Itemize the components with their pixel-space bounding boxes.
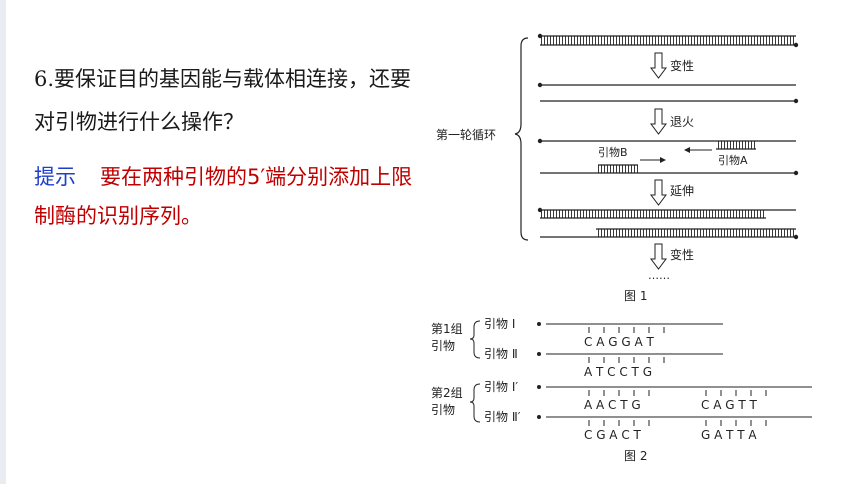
anneal-label: 退火: [670, 115, 694, 129]
figure-2-caption: 图 2: [624, 449, 647, 463]
answer-text: 要在两种引物的5′端分别添加上限制酶的识别序列。: [34, 165, 413, 228]
hint-label: 提示: [34, 165, 76, 189]
seq2-ticks: [588, 357, 665, 363]
group-2-brace: [469, 383, 481, 423]
primer-b-label: 引物B: [598, 145, 628, 159]
dna-duplex-3: [540, 228, 799, 240]
primer-a-label: 引物A: [718, 153, 748, 167]
sequence-4: C A G T T: [701, 398, 757, 412]
primer-a-mark: [716, 141, 756, 149]
sequence-2: A T C C T G: [584, 365, 652, 379]
ellipsis: ……: [648, 269, 670, 282]
primer-1-label: 引物 Ⅰ: [484, 317, 515, 331]
seq3-ticks: [588, 390, 767, 396]
left-edge-bar: [0, 0, 6, 484]
sequence-3: A A C T G: [584, 398, 641, 412]
group-1-brace: [469, 320, 481, 359]
answer-block: 提示要在两种引物的5′端分别添加上限制酶的识别序列。: [34, 158, 414, 236]
denature-arrow: 变性: [650, 52, 694, 79]
single-strands-1: [537, 82, 799, 104]
primer-1p-label: 引物 Ⅰ′: [484, 380, 518, 394]
figure-2: 第1组 引物 引物 Ⅰ C A G G A T 引物 Ⅱ A T C C T G…: [431, 317, 812, 463]
cycle-label: 第一轮循环: [436, 128, 496, 142]
primer-2p-label: 引物 Ⅱ′: [484, 410, 521, 424]
denature-label: 变性: [670, 58, 694, 73]
group-1-sub: 引物: [431, 339, 455, 353]
cycle-brace: [514, 37, 529, 241]
dna-duplex-2: [537, 207, 796, 219]
primer-2-label: 引物 Ⅱ: [484, 347, 518, 361]
question-text: 6.要保证目的基因能与载体相连接，还要对引物进行什么操作？: [34, 67, 412, 134]
group-2-sub: 引物: [431, 403, 455, 417]
figure-1: 第一轮循环 变性 退火: [436, 33, 799, 303]
dna-duplex-1: [537, 33, 799, 48]
anneal-arrow: 退火: [650, 108, 694, 135]
group-2-label: 第2组: [431, 386, 463, 400]
extend-label: 延伸: [670, 184, 694, 198]
sequence-1: C A G G A T: [584, 335, 654, 349]
group-1-label: 第1组: [431, 322, 463, 336]
sequence-5: C G A C T: [584, 428, 642, 442]
annealing-strands: 引物A 引物B: [537, 138, 799, 176]
extend-arrow: 延伸: [650, 179, 694, 206]
seq1-ticks: [588, 327, 665, 333]
sequence-6: G A T T A: [701, 428, 757, 442]
primer-b-mark: [598, 165, 638, 173]
figure-1-caption: 图 1: [624, 289, 647, 303]
denature-arrow-2: 变性: [650, 243, 694, 270]
seq5-ticks: [588, 420, 767, 426]
denature-label-2: 变性: [670, 247, 694, 262]
